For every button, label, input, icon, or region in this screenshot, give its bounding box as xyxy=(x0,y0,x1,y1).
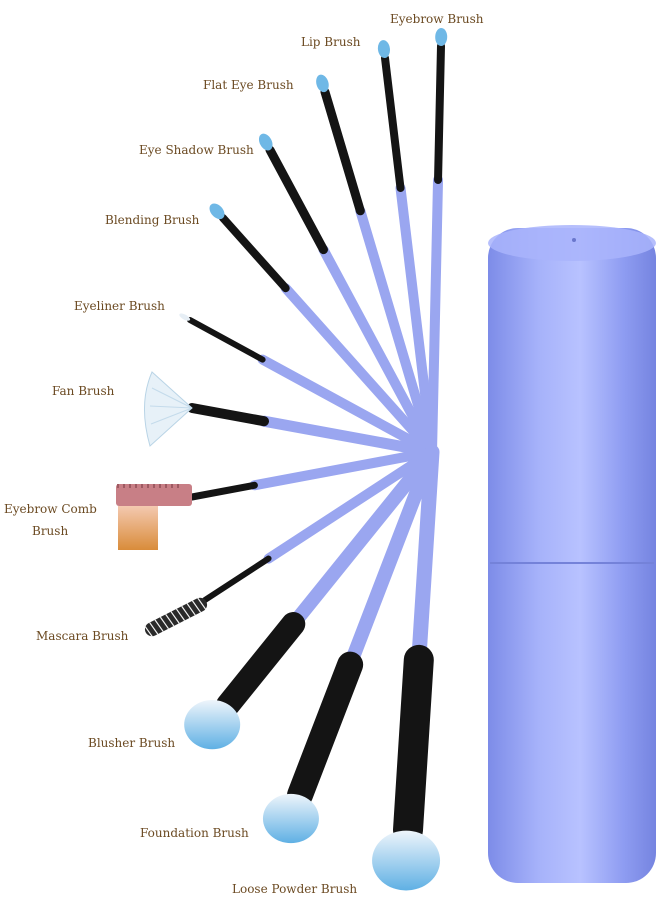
mascara-brush xyxy=(202,447,437,603)
foundation-brush xyxy=(262,445,439,844)
label-lip-brush: Lip Brush xyxy=(301,35,361,49)
eye-shadow-brush-bristles xyxy=(258,133,273,151)
brushes xyxy=(179,28,448,891)
mascara-head xyxy=(143,597,208,638)
blusher-brush-ferrule xyxy=(216,612,306,717)
eye-shadow-brush xyxy=(258,133,437,457)
label-fan-brush: Fan Brush xyxy=(52,384,115,398)
label-blending-brush: Blending Brush xyxy=(105,213,200,227)
foundation-brush-ferrule xyxy=(287,651,364,808)
label-mascara-brush: Mascara Brush xyxy=(36,629,129,643)
blusher-brush xyxy=(184,445,439,750)
lip-brush-ferrule xyxy=(381,54,405,193)
eyebrow-comb-brush-handle xyxy=(249,447,437,491)
eyebrow-comb-head xyxy=(116,484,192,550)
foundation-brush-bristles xyxy=(262,793,319,844)
eyebrow-brush xyxy=(427,28,448,457)
brush-case xyxy=(488,225,656,883)
label-loose-powder-brush: Loose Powder Brush xyxy=(232,882,358,896)
eye-shadow-brush-ferrule xyxy=(265,145,328,255)
foundation-brush-handle xyxy=(343,445,439,672)
loose-powder-brush xyxy=(372,444,441,891)
eyebrow-comb-brush xyxy=(188,447,437,501)
eyebrow-comb-brush-ferrule xyxy=(188,481,258,501)
loose-powder-brush-ferrule xyxy=(393,644,434,845)
blusher-brush-bristles xyxy=(184,699,241,750)
flat-eye-brush-bristles xyxy=(316,74,329,93)
label-foundation-brush: Foundation Brush xyxy=(140,826,249,840)
loose-powder-brush-handle xyxy=(411,444,440,668)
label-eyebrow-comb-brush: Eyebrow Comb Brush xyxy=(4,498,97,542)
loose-powder-brush-bristles xyxy=(372,830,441,891)
blusher-brush-handle xyxy=(286,445,439,632)
eye-shadow-brush-handle xyxy=(318,244,437,457)
label-eye-shadow-brush: Eye Shadow Brush xyxy=(139,143,254,157)
eyeliner-brush-handle xyxy=(257,354,437,457)
fan-brush-head xyxy=(143,371,193,447)
blending-brush-ferrule xyxy=(219,214,290,293)
blending-brush-bristles xyxy=(209,203,225,220)
lip-brush-bristles xyxy=(377,40,390,59)
mascara-brush-ferrule xyxy=(202,555,272,603)
fan-brush-ferrule xyxy=(187,403,269,427)
fan-brush xyxy=(187,403,438,458)
label-blusher-brush: Blusher Brush xyxy=(88,736,176,750)
mascara-brush-handle xyxy=(263,447,437,564)
label-flat-eye-brush: Flat Eye Brush xyxy=(203,78,294,92)
eyeliner-brush-bristles xyxy=(179,313,191,321)
brush-case-dot xyxy=(572,238,576,242)
eyebrow-brush-ferrule xyxy=(434,42,445,184)
eyeliner-brush-ferrule xyxy=(187,317,266,363)
label-eyebrow-comb-brush-line1: Eyebrow Comb xyxy=(4,502,97,516)
flat-eye-brush-ferrule xyxy=(320,87,365,216)
eyebrow-brush-bristles xyxy=(435,28,448,47)
label-eyebrow-comb-brush-line2: Brush xyxy=(32,524,69,538)
blending-brush-handle xyxy=(280,283,437,457)
eyeliner-brush xyxy=(179,313,437,457)
label-eyeliner-brush: Eyeliner Brush xyxy=(74,299,165,313)
brush-case-body xyxy=(488,228,656,883)
brush-case-top xyxy=(488,225,656,261)
blending-brush xyxy=(209,203,437,457)
eyebrow-brush-handle xyxy=(427,174,444,457)
label-eyebrow-brush: Eyebrow Brush xyxy=(390,12,484,26)
flat-eye-brush xyxy=(316,74,437,457)
lip-brush-handle xyxy=(395,183,437,457)
fan-brush-handle xyxy=(258,415,438,458)
lip-brush xyxy=(377,40,437,457)
flat-eye-brush-handle xyxy=(355,205,437,457)
